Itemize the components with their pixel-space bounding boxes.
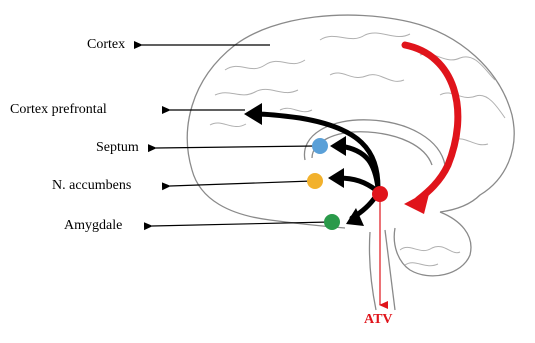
septum-pointer-line [156,146,315,148]
septum-label: Septum [96,140,139,156]
atv-dot [372,186,388,202]
atv-label: ATV [364,312,393,328]
red-arrowhead [404,190,430,214]
amygdale-dot [324,214,340,230]
label-pointers [142,45,330,226]
prefrontal-label: Cortex prefrontal [10,102,107,118]
septum-dot [312,138,328,154]
brain-outline [187,15,514,310]
amygdale-label: Amygdale [64,218,122,234]
accumbens-dot [307,173,323,189]
cortex-label: Cortex [87,37,125,53]
black-pathway-arrows [256,114,378,218]
red-curved-arrow [405,45,458,200]
accumbens-label: N. accumbens [52,178,131,194]
accumbens-pointer-line [170,181,312,186]
